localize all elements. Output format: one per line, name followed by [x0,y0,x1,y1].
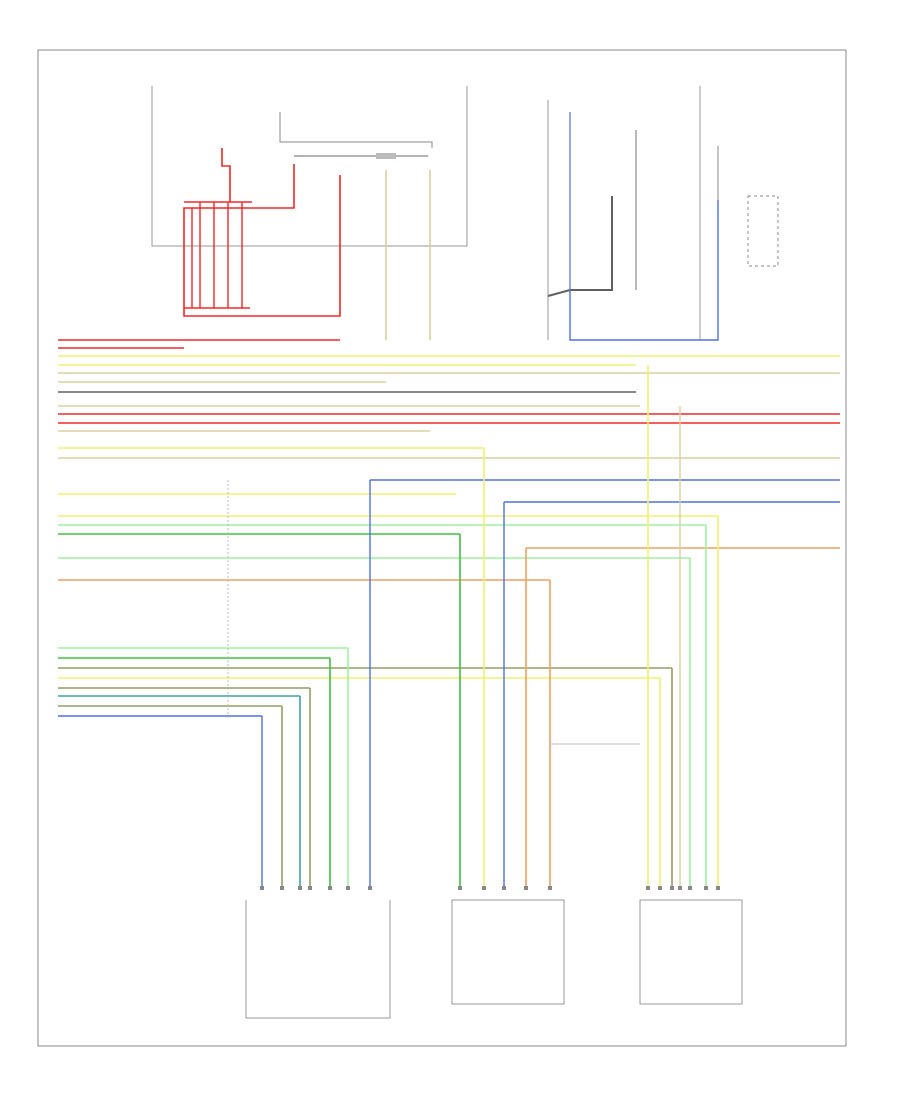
solenoid-component [547,100,637,340]
lowreverse-component [451,899,565,1005]
wire-blue-loop [569,200,719,341]
diagram-border [37,49,847,1047]
connector-pins [260,886,720,890]
lpsensor-component [639,899,743,1005]
tcm-module [151,86,468,340]
trs-component [245,900,391,1019]
vertical-drops [261,365,719,888]
harness-upper [58,339,840,459]
cluster-component [699,86,779,340]
harness-middle [58,479,840,581]
harness-lower [58,647,672,717]
